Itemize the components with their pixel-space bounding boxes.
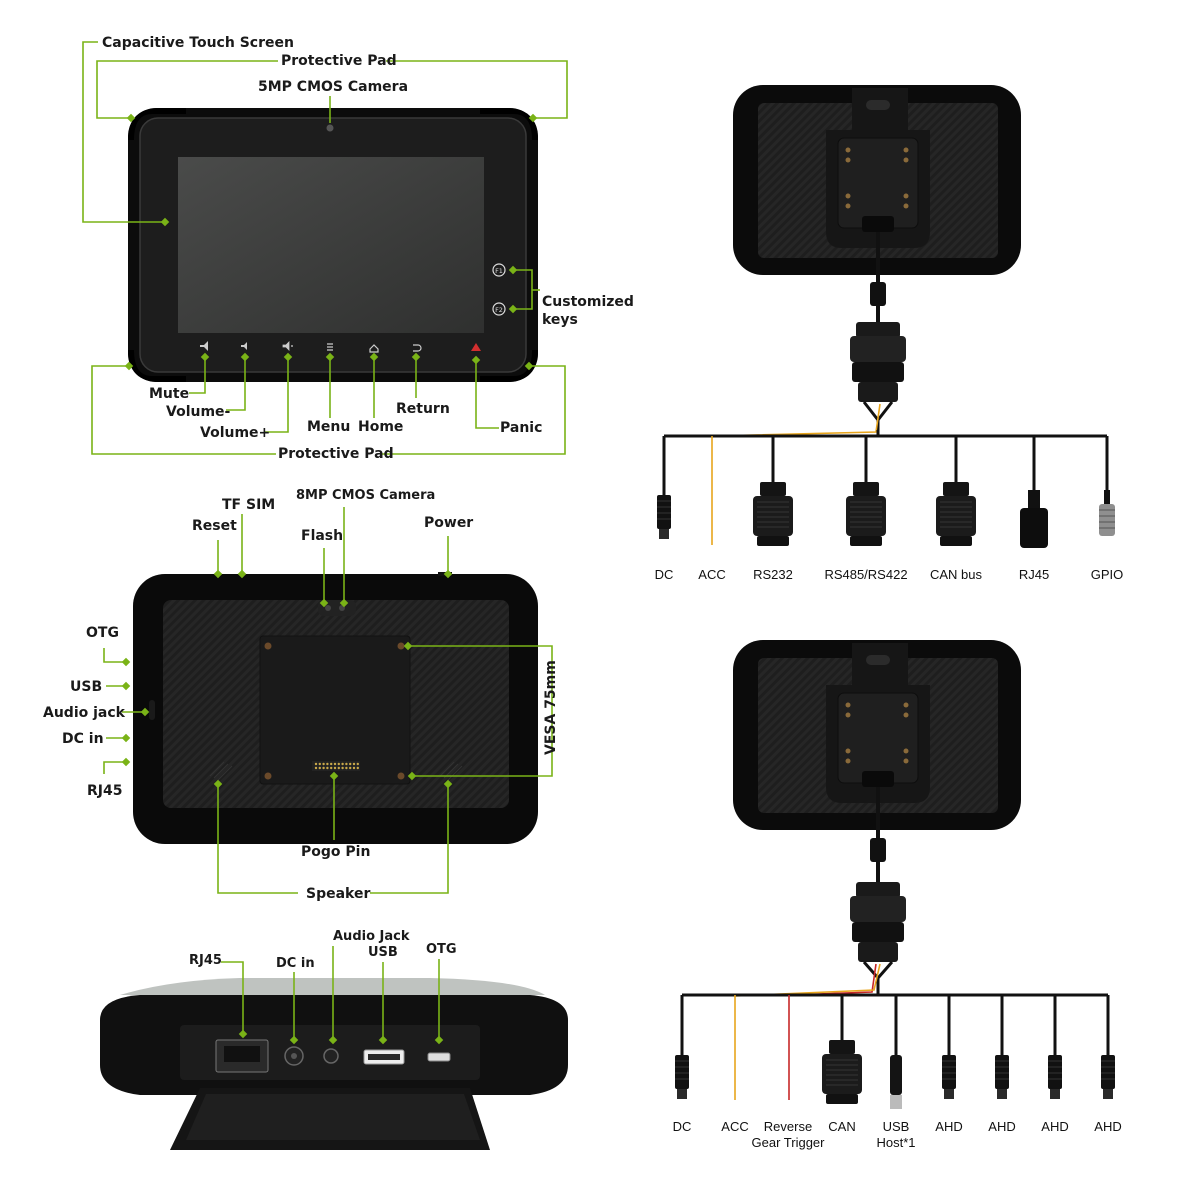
otg-bottom-label: OTG bbox=[426, 942, 457, 957]
svg-text:F2: F2 bbox=[495, 306, 503, 314]
back-callouts bbox=[103, 507, 553, 894]
pogo-pin-label: Pogo Pin bbox=[301, 844, 371, 860]
rj45-side-label: RJ45 bbox=[87, 783, 123, 799]
rj45-connector-icon bbox=[1020, 490, 1048, 548]
ahd-connector-icon bbox=[942, 1055, 956, 1099]
volume-down-label: Volume- bbox=[166, 404, 231, 420]
dc-in-bottom-label: DC in bbox=[276, 956, 315, 971]
rear-camera-label: 8MP CMOS Camera bbox=[296, 488, 436, 503]
gpio-connector-icon bbox=[1099, 490, 1115, 536]
panic-label: Panic bbox=[500, 420, 543, 436]
reset-label: Reset bbox=[192, 518, 237, 534]
ahd-connector-icon bbox=[995, 1055, 1009, 1099]
front-callouts bbox=[82, 41, 568, 455]
cable-diagram-1-device bbox=[733, 85, 1021, 275]
protective-pad-top-label: Protective Pad bbox=[281, 53, 397, 69]
cable1-label-rs485: RS485/RS422 bbox=[824, 567, 908, 582]
usb-connector-icon bbox=[890, 1055, 902, 1109]
vesa-plate bbox=[259, 635, 411, 785]
protective-pad-bottom-label: Protective Pad bbox=[278, 446, 394, 462]
otg-port bbox=[427, 1052, 451, 1062]
touch-screen-label: Capacitive Touch Screen bbox=[102, 35, 294, 51]
rj45-bottom-label: RJ45 bbox=[189, 953, 222, 968]
front-screen bbox=[178, 157, 484, 333]
cable2-label-ahd-2: AHD bbox=[988, 1119, 1016, 1134]
customized-keys-label: Customized keys bbox=[542, 294, 634, 328]
cable1-label-gpio: GPIO bbox=[1090, 567, 1124, 582]
front-tablet bbox=[128, 108, 538, 382]
cable-diagram-1-harness bbox=[712, 232, 906, 437]
f2-key-icon bbox=[492, 302, 506, 316]
front-camera-lens bbox=[326, 124, 334, 132]
volume-up-label: Volume+ bbox=[200, 425, 271, 441]
menu-label: Menu bbox=[307, 419, 351, 435]
cable2-label-ahd-1: AHD bbox=[935, 1119, 963, 1134]
cable1-label-dc: DC bbox=[654, 567, 674, 582]
cable2-label-acc: ACC bbox=[721, 1119, 749, 1134]
db9-connector-icon bbox=[822, 1040, 862, 1104]
mute-label: Mute bbox=[149, 386, 190, 402]
mute-icon bbox=[200, 341, 208, 351]
cable-diagram-1-branches bbox=[657, 430, 1115, 548]
usb-bottom-label: USB bbox=[368, 945, 398, 960]
db9-connector-icon bbox=[846, 482, 886, 546]
front-hard-keys: F1 F2 bbox=[200, 263, 506, 353]
dc-connector-icon bbox=[675, 1055, 689, 1099]
cable2-label-can: CAN bbox=[828, 1119, 856, 1134]
audio-jack-bottom-label: Audio Jack bbox=[333, 929, 410, 944]
svg-text:F1: F1 bbox=[495, 267, 503, 275]
audio-jack-side-label: Audio jack bbox=[43, 705, 125, 721]
cable2-label-ahd-4: AHD bbox=[1094, 1119, 1122, 1134]
volume-up-icon bbox=[282, 341, 293, 351]
dc-connector-icon bbox=[657, 495, 671, 539]
cable1-label-can-bus: CAN bus bbox=[929, 567, 983, 582]
cable2-label-usb-host: USB Host*1 bbox=[876, 1119, 916, 1151]
front-camera-label: 5MP CMOS Camera bbox=[258, 79, 409, 95]
cable2-label-reverse-trigger: Reverse Gear Trigger bbox=[751, 1119, 825, 1151]
bottom-callouts bbox=[221, 946, 440, 1040]
bottom-edge-tablet bbox=[100, 978, 568, 1150]
cable1-label-rj45: RJ45 bbox=[1018, 567, 1050, 582]
cable-diagram-2-device bbox=[733, 640, 1021, 830]
flash-label: Flash bbox=[301, 528, 344, 544]
speaker-label: Speaker bbox=[306, 886, 371, 902]
f1-key-icon bbox=[492, 263, 506, 277]
menu-icon bbox=[327, 343, 333, 351]
return-label: Return bbox=[396, 401, 450, 417]
return-icon bbox=[413, 344, 422, 352]
pogo-pin-array bbox=[312, 761, 360, 771]
dc-in-side-label: DC in bbox=[62, 731, 104, 747]
cable1-label-rs232: RS232 bbox=[753, 567, 793, 582]
usb-side-label: USB bbox=[70, 679, 103, 695]
cable1-label-acc: ACC bbox=[698, 567, 726, 582]
db9-connector-icon bbox=[936, 482, 976, 546]
ahd-connector-icon bbox=[1101, 1055, 1115, 1099]
ahd-connector-icon bbox=[1048, 1055, 1062, 1099]
cable2-label-ahd-3: AHD bbox=[1041, 1119, 1069, 1134]
db9-connector-icon bbox=[753, 482, 793, 546]
cable2-label-dc: DC bbox=[672, 1119, 692, 1134]
power-label: Power bbox=[424, 515, 474, 531]
otg-side-label: OTG bbox=[86, 625, 119, 641]
audio-jack-port bbox=[323, 1048, 339, 1064]
home-label: Home bbox=[358, 419, 404, 435]
panic-icon bbox=[471, 343, 481, 351]
volume-down-icon bbox=[241, 342, 247, 350]
back-tablet bbox=[133, 572, 538, 844]
cable-diagram-2-branches bbox=[675, 993, 1115, 1109]
tf-sim-label: TF SIM bbox=[222, 497, 276, 513]
home-icon bbox=[369, 344, 379, 353]
vesa-label: VESA 75mm bbox=[543, 660, 559, 755]
